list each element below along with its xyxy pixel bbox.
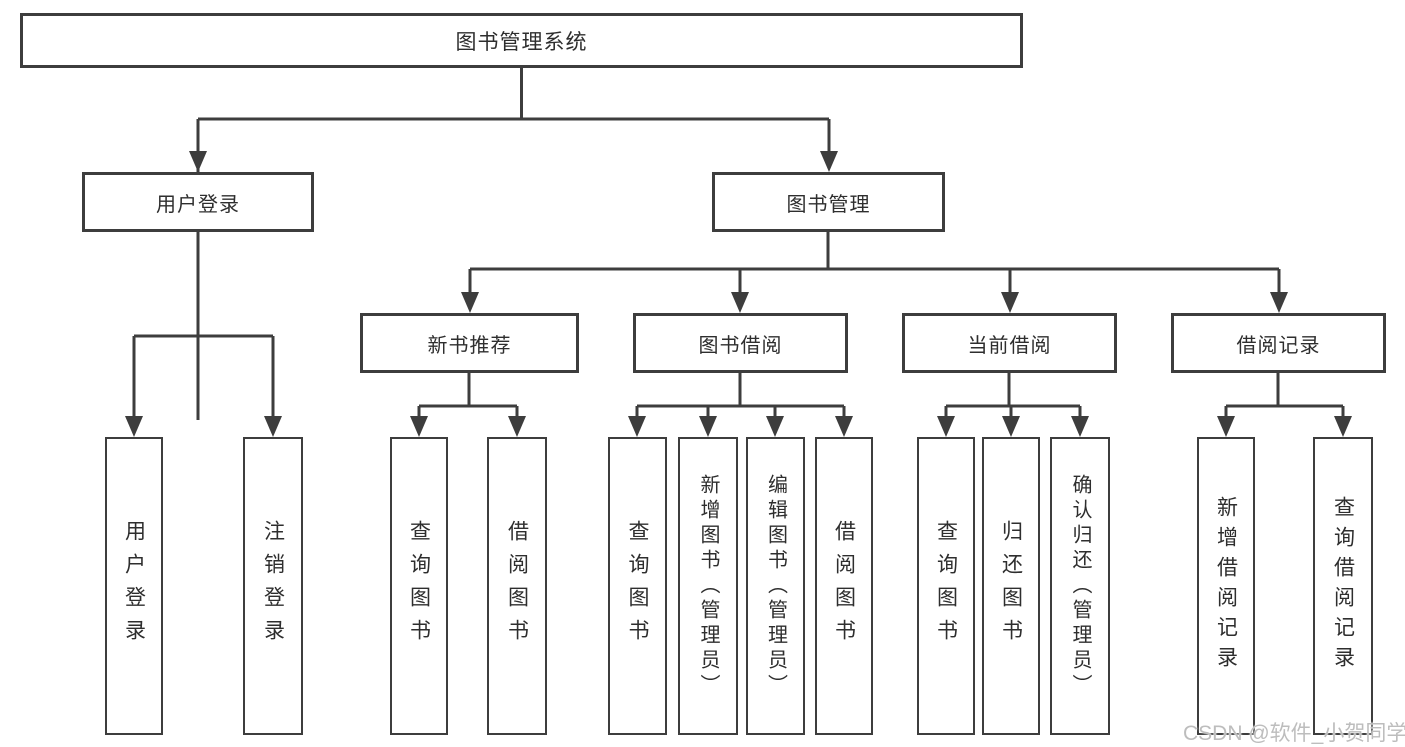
leaf-label: 注销登录 (261, 520, 285, 652)
leaf-label: 借阅图书 (832, 520, 856, 652)
leaf-label: 归还图书 (999, 520, 1023, 652)
leaf-return-books: 归还图书 (982, 437, 1040, 735)
leaf-query-books-3: 查询图书 (917, 437, 975, 735)
leaf-label: 用户登录 (122, 520, 146, 652)
leaf-query-borrow-record: 查询借阅记录 (1313, 437, 1373, 735)
arrowheads (125, 151, 1352, 437)
leaf-label: 查询借阅记录 (1331, 496, 1355, 676)
node-library-system: 图书管理系统 (20, 13, 1023, 68)
leaf-edit-books-admin: 编辑图书（管理员） (746, 437, 805, 735)
leaf-confirm-return-admin: 确认归还（管理员） (1050, 437, 1110, 735)
csdn-watermark: CSDN @软件_小贺同学 (1183, 722, 1405, 745)
leaf-label: 查询图书 (407, 520, 431, 652)
leaf-query-books-2: 查询图书 (608, 437, 667, 735)
node-label: 图书管理 (786, 193, 871, 216)
leaf-logout: 注销登录 (243, 437, 303, 735)
leaf-query-books-1: 查询图书 (390, 437, 448, 735)
leaf-borrow-books-1: 借阅图书 (487, 437, 547, 735)
leaf-borrow-books-2: 借阅图书 (815, 437, 873, 735)
leaf-label: 查询图书 (934, 520, 958, 652)
leaf-add-books-admin: 新增图书（管理员） (678, 437, 738, 735)
node-label: 新书推荐 (427, 334, 512, 357)
node-label: 图书管理系统 (455, 30, 588, 54)
leaf-label: 确认归还（管理员） (1069, 473, 1091, 699)
node-book-management: 图书管理 (712, 172, 945, 232)
node-book-borrowing: 图书借阅 (633, 313, 848, 373)
leaf-label: 借阅图书 (505, 520, 529, 652)
leaf-label: 新增图书（管理员） (697, 473, 719, 699)
node-label: 用户登录 (156, 193, 240, 216)
leaf-label: 编辑图书（管理员） (764, 473, 787, 699)
leaf-add-borrow-record: 新增借阅记录 (1197, 437, 1255, 735)
leaf-user-login: 用户登录 (105, 437, 163, 735)
leaf-label: 查询图书 (626, 520, 649, 652)
node-label: 当前借阅 (967, 334, 1052, 357)
node-user-login: 用户登录 (82, 172, 314, 232)
leaf-label: 新增借阅记录 (1214, 496, 1238, 676)
node-current-borrowing: 当前借阅 (902, 313, 1117, 373)
node-new-book-recommend: 新书推荐 (360, 313, 579, 373)
node-borrowing-records: 借阅记录 (1171, 313, 1386, 373)
node-label: 图书借阅 (698, 334, 783, 357)
node-label: 借阅记录 (1236, 334, 1321, 357)
